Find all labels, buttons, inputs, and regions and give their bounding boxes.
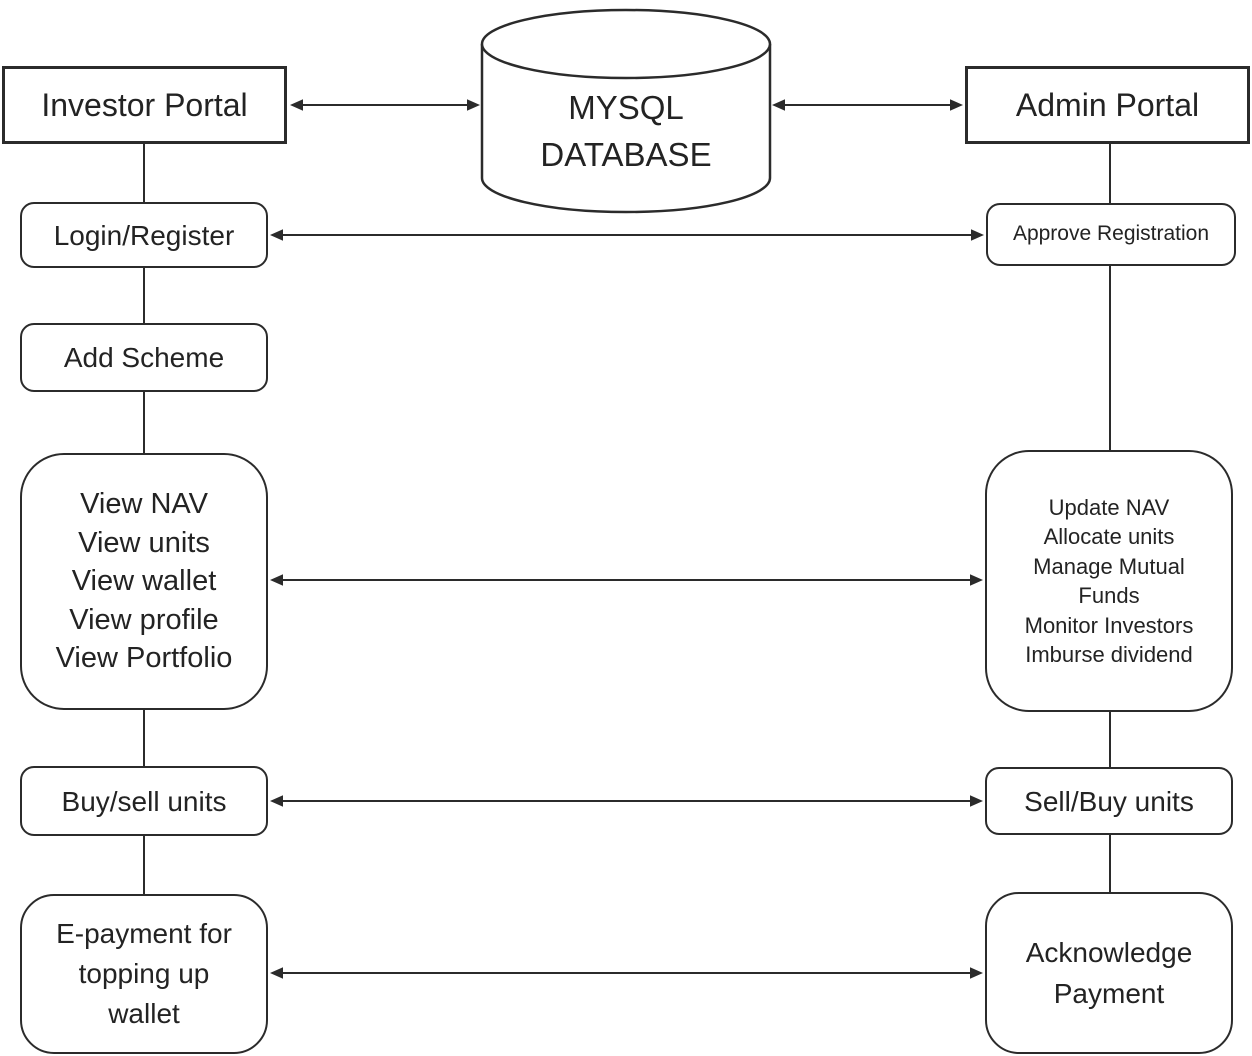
node-investor-actions: View NAV View units View wallet View pro… xyxy=(20,453,268,710)
admin-action-line: Manage Mutual xyxy=(1033,553,1185,579)
investor-action-line: View Portfolio xyxy=(55,642,233,675)
node-admin-portal: Admin Portal xyxy=(965,66,1250,144)
node-mysql-database: MYSQL DATABASE xyxy=(482,62,770,202)
node-add-scheme: Add Scheme xyxy=(20,323,268,392)
arrow-login-approve xyxy=(270,229,984,241)
node-buy-sell-units: Buy/sell units xyxy=(20,766,268,836)
node-approve-registration: Approve Registration xyxy=(986,203,1236,266)
database-cylinder-icon xyxy=(480,8,772,214)
database-label-line: MYSQL xyxy=(568,89,684,127)
buy-sell-label: Buy/sell units xyxy=(61,785,227,817)
investor-action-line: View profile xyxy=(69,603,219,636)
admin-portal-label: Admin Portal xyxy=(1015,87,1200,123)
node-acknowledge-payment: Acknowledge Payment xyxy=(985,892,1233,1054)
admin-action-line: Funds xyxy=(1078,583,1140,608)
add-scheme-label: Add Scheme xyxy=(63,342,225,373)
investor-action-line: View units xyxy=(78,526,210,559)
admin-action-line: Update NAV xyxy=(1048,494,1170,520)
node-login-register: Login/Register xyxy=(20,202,268,268)
e-payment-line: wallet xyxy=(108,998,180,1029)
arrow-epayment-acknowledge xyxy=(270,967,983,979)
node-investor-portal: Investor Portal xyxy=(2,66,287,144)
login-register-label: Login/Register xyxy=(53,219,235,251)
approve-registration-label: Approve Registration xyxy=(1012,222,1210,246)
arrow-database-admin xyxy=(772,99,963,111)
admin-action-line: Imburse dividend xyxy=(1025,642,1193,667)
admin-action-line: Monitor Investors xyxy=(1024,612,1194,638)
admin-action-line: Allocate units xyxy=(1043,524,1175,549)
arrow-buysell-sellbuy xyxy=(270,795,983,807)
investor-action-line: View wallet xyxy=(71,565,217,598)
arrow-investor-database xyxy=(290,99,480,111)
investor-portal-label: Investor Portal xyxy=(41,87,248,123)
acknowledge-line: Acknowledge xyxy=(1025,937,1193,968)
sell-buy-label: Sell/Buy units xyxy=(1024,785,1194,817)
database-label-line: DATABASE xyxy=(540,136,712,173)
node-e-payment: E-payment for topping up wallet xyxy=(20,894,268,1054)
node-sell-buy-units: Sell/Buy units xyxy=(985,767,1233,835)
arrow-actions xyxy=(270,574,983,586)
e-payment-line: E-payment for xyxy=(56,918,232,949)
acknowledge-line: Payment xyxy=(1053,978,1165,1009)
e-payment-line: topping up xyxy=(78,958,210,989)
investor-action-line: View NAV xyxy=(80,488,208,521)
node-admin-actions: Update NAV Allocate units Manage Mutual … xyxy=(985,450,1233,712)
